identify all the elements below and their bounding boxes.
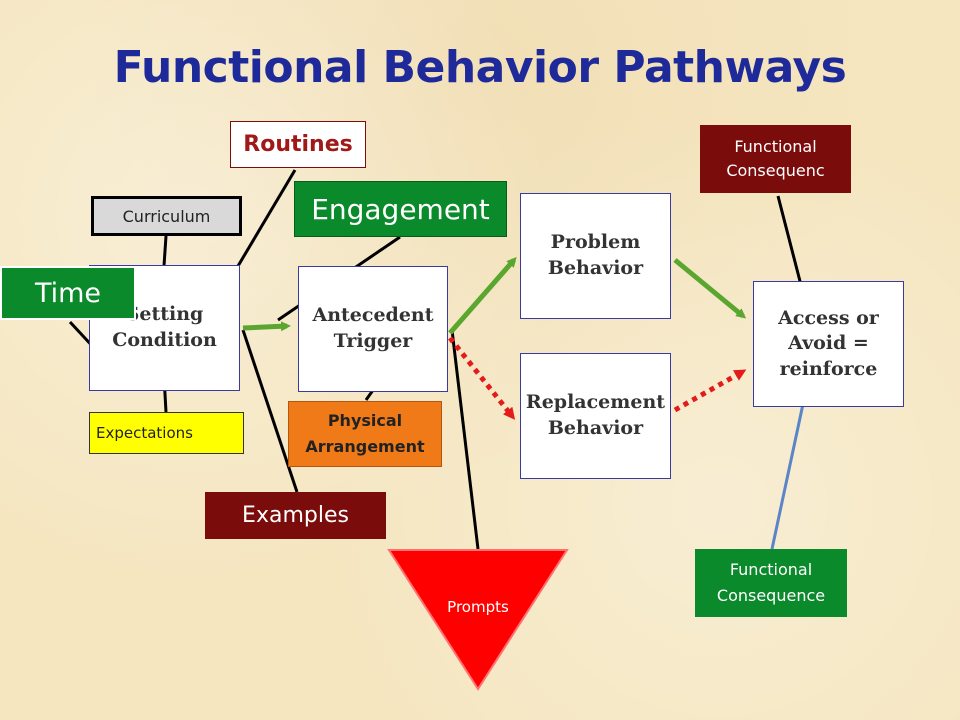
connector-functional-bottom xyxy=(770,403,805,550)
antecedent-trigger-node: Antecedent Trigger xyxy=(298,266,448,392)
time-tag: Time xyxy=(0,266,136,320)
antecedent-trigger-label: Antecedent Trigger xyxy=(312,304,434,352)
connector-prompts xyxy=(450,329,480,550)
expectations-label: Expectations xyxy=(96,424,193,442)
page-title: Functional Behavior Pathways xyxy=(113,42,847,93)
routines-label: Routines xyxy=(243,132,353,157)
engagement-label: Engagement xyxy=(311,192,490,226)
engagement-tag: Engagement xyxy=(294,181,507,237)
functional-consequence-bottom-tag: Functional Consequence xyxy=(695,549,847,617)
arrow-problem-to-access xyxy=(673,258,747,319)
problem-behavior-label: Problem Behavior xyxy=(547,231,644,279)
problem-behavior-node: Problem Behavior xyxy=(520,193,671,319)
connector-functional-top xyxy=(776,195,804,290)
replacement-behavior-label: Replacement Behavior xyxy=(525,391,666,439)
replacement-behavior-node: Replacement Behavior xyxy=(520,353,671,479)
prompts-label: Prompts xyxy=(447,598,509,616)
physical-arrangement-tag: Physical Arrangement xyxy=(288,401,442,467)
time-label: Time xyxy=(34,277,102,309)
arrow-antecedent-to-replacement xyxy=(448,336,516,420)
prompts-triangle xyxy=(387,549,569,691)
connector-curriculum xyxy=(162,235,168,267)
setting-condition-label: Setting Condition xyxy=(112,303,217,351)
expectations-tag: Expectations xyxy=(89,412,244,454)
arrow-antecedent-to-problem xyxy=(448,256,517,335)
access-avoid-label: Access or Avoid = reinforce xyxy=(778,306,879,380)
curriculum-tag: Curriculum xyxy=(91,196,242,236)
functional-consequence-bottom-label: Functional Consequence xyxy=(716,560,826,605)
arrow-replacement-to-access xyxy=(673,369,747,413)
functional-consequence-top-label: Functional Consequenc xyxy=(726,137,825,180)
access-avoid-node: Access or Avoid = reinforce xyxy=(753,281,904,407)
curriculum-label: Curriculum xyxy=(122,206,211,226)
arrow-setting-to-antecedent xyxy=(242,321,291,332)
examples-tag: Examples xyxy=(205,492,386,539)
functional-consequence-top-tag: Functional Consequenc xyxy=(700,125,851,193)
routines-tag: Routines xyxy=(230,121,366,168)
examples-label: Examples xyxy=(242,503,349,528)
physical-arrangement-label: Physical Arrangement xyxy=(305,411,425,456)
setting-condition-node: Setting Condition xyxy=(89,265,240,391)
